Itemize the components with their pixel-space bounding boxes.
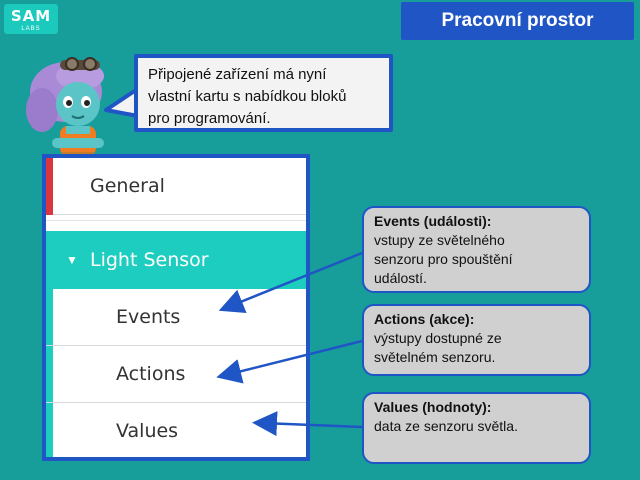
- callout-title: Values (hodnoty):: [374, 399, 492, 415]
- mascot-character-icon: [26, 57, 104, 160]
- subcategory-actions-label: Actions: [116, 363, 186, 385]
- category-color-bar: [46, 289, 53, 345]
- callout-line: vstupy ze světelného: [374, 232, 505, 248]
- subcategory-actions[interactable]: Actions: [46, 346, 306, 403]
- subcategory-values-label: Values: [116, 420, 179, 442]
- category-color-bar: [46, 346, 53, 402]
- callout-values: Values (hodnoty): data ze senzoru světla…: [362, 392, 591, 464]
- callout-line: výstupy dostupné ze: [374, 330, 502, 346]
- sam-labs-logo: SAM LABS: [4, 4, 58, 34]
- speech-line: vlastní kartu s nabídkou bloků: [148, 88, 347, 105]
- callout-events: Events (události): vstupy ze světelného …: [362, 206, 591, 293]
- callout-line: data ze senzoru světla.: [374, 418, 518, 434]
- category-color-bar: [46, 403, 53, 457]
- speech-line: Připojené zařízení má nyní: [148, 66, 327, 83]
- logo-brand: SAM: [10, 7, 52, 25]
- speech-bubble: Připojené zařízení má nyní vlastní kartu…: [134, 54, 393, 132]
- subcategory-events-label: Events: [116, 306, 181, 328]
- callout-line: světelném senzoru.: [374, 349, 496, 365]
- category-general[interactable]: General: [46, 158, 306, 215]
- subcategory-events[interactable]: Events: [46, 289, 306, 346]
- callout-line: událostí.: [374, 270, 427, 286]
- subcategory-values[interactable]: Values: [46, 403, 306, 457]
- category-color-bar: [46, 158, 53, 215]
- block-palette-panel: General ▼ Light Sensor Events Actions Va…: [42, 154, 310, 461]
- category-light-sensor-label: Light Sensor: [90, 249, 209, 271]
- callout-actions: Actions (akce): výstupy dostupné ze svět…: [362, 304, 591, 376]
- callout-title: Events (události):: [374, 213, 492, 229]
- triangle-down-icon: ▼: [66, 253, 78, 267]
- category-general-label: General: [90, 175, 165, 197]
- category-light-sensor[interactable]: ▼ Light Sensor: [46, 231, 306, 289]
- callout-line: senzoru pro spouštění: [374, 251, 513, 267]
- divider: [46, 220, 306, 221]
- callout-title: Actions (akce):: [374, 311, 475, 327]
- page-title: Pracovní prostor: [401, 2, 634, 40]
- logo-sub: LABS: [21, 26, 41, 32]
- speech-line: pro programování.: [148, 110, 271, 127]
